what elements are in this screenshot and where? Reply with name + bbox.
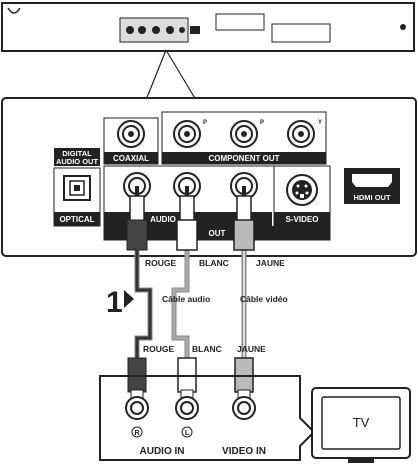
audio-label: AUDIO xyxy=(150,215,176,224)
dvd-player-rear xyxy=(1,2,415,52)
jaune-bottom-label: JAUNE xyxy=(237,344,266,354)
rear-panel-enlarged: DIGITAL AUDIO OUT COAXIAL COMPONENT OUT … xyxy=(1,97,417,257)
plug-white-bottom xyxy=(177,357,197,401)
video-in-jack xyxy=(232,396,256,420)
audio-cable-label: Câble audio xyxy=(162,294,210,304)
plug-red-bottom xyxy=(127,357,147,401)
plug-red-top xyxy=(126,186,148,251)
rouge-top-label: ROUGE xyxy=(145,258,177,268)
plug-white-top xyxy=(176,186,198,251)
optical-jack xyxy=(63,175,91,201)
y-label: Y xyxy=(318,120,322,126)
video-in-label: VIDEO IN xyxy=(222,446,266,457)
pr-label: P xyxy=(203,120,207,126)
audio-in-r-jack xyxy=(125,396,149,420)
tv-label: TV xyxy=(353,415,370,430)
l-mark: L xyxy=(185,430,190,437)
s-video-label: S-VIDEO xyxy=(286,215,319,224)
optical-label: OPTICAL xyxy=(59,215,94,224)
step-arrow-icon xyxy=(124,290,134,308)
blanc-top-label: BLANC xyxy=(199,258,229,268)
coaxial-jack xyxy=(117,120,145,148)
hdmi-out-label: HDMI OUT xyxy=(353,193,390,202)
coaxial-label: COAXIAL xyxy=(113,154,149,163)
jaune-top-label: JAUNE xyxy=(256,258,285,268)
tv-input-panel: R L AUDIO IN VIDEO IN xyxy=(99,375,316,461)
cables xyxy=(134,250,247,360)
step-number: 1 xyxy=(106,286,123,319)
component-y-jack xyxy=(287,120,315,148)
digital-audio-out-label-2: AUDIO OUT xyxy=(56,157,99,166)
video-cable-label: Câble vidéo xyxy=(240,294,288,304)
rouge-bottom-label: ROUGE xyxy=(143,344,175,354)
plug-yellow-top xyxy=(233,186,255,251)
component-pr-jack xyxy=(173,120,201,148)
s-video-jack xyxy=(286,174,318,206)
zoom-callout-lines xyxy=(145,49,197,101)
audio-in-l-jack xyxy=(175,396,199,420)
r-mark: R xyxy=(134,430,139,437)
tv-icon: TV xyxy=(311,387,411,463)
pb-label: P xyxy=(260,120,264,126)
component-out-label: COMPONENT OUT xyxy=(208,154,279,163)
audio-in-label: AUDIO IN xyxy=(140,446,185,457)
blanc-bottom-label: BLANC xyxy=(192,344,222,354)
out-label: OUT xyxy=(209,229,226,238)
digital-audio-out-label-1: DIGITAL xyxy=(62,149,92,158)
plug-yellow-bottom xyxy=(234,357,254,401)
component-pb-jack xyxy=(230,120,258,148)
